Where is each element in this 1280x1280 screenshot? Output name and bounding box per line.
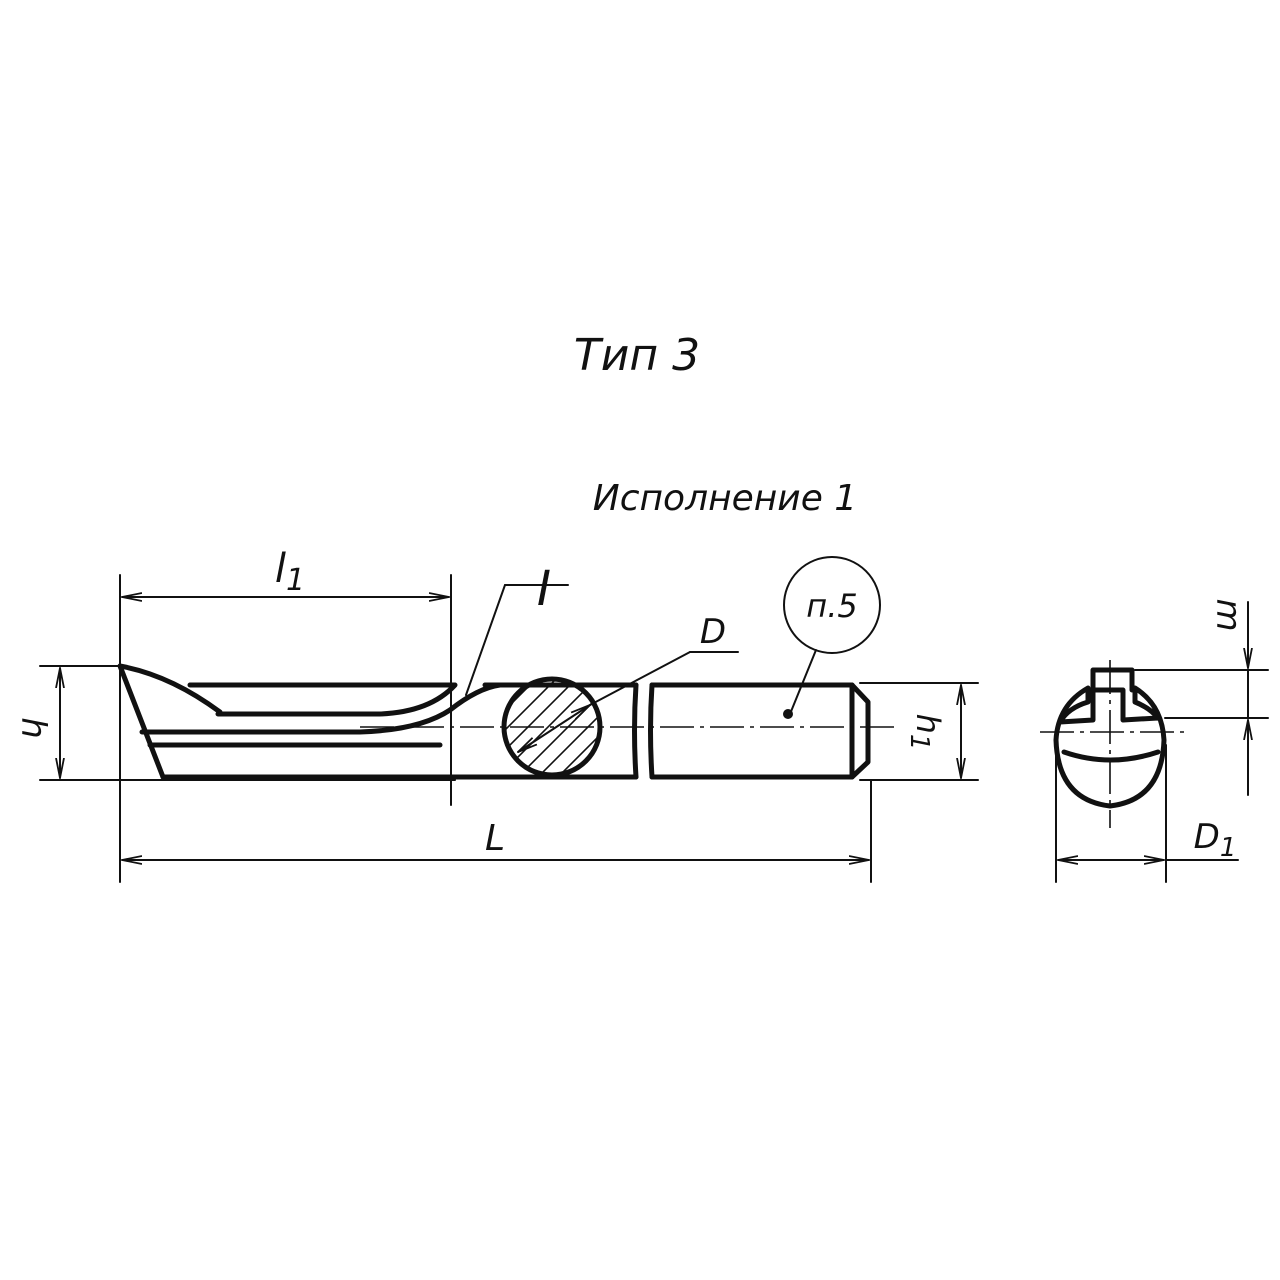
section-leader	[465, 584, 506, 696]
label-l1-main: l	[275, 546, 286, 592]
note-leader-dot	[783, 709, 793, 719]
drawing-subtitle: Исполнение 1	[593, 478, 857, 519]
main-view: D I п.5 l1 L h h1	[13, 546, 979, 883]
diameter-line	[517, 704, 591, 753]
flute-upper	[187, 682, 458, 717]
label-h1-sub: 1	[904, 734, 934, 751]
drawing-title: Тип 3	[574, 330, 700, 381]
section-circle	[501, 676, 603, 778]
end-view-lower-arc	[1061, 749, 1161, 763]
d-leader	[589, 651, 691, 706]
label-h1-main: h	[909, 714, 947, 734]
note-bubble	[783, 556, 881, 654]
break-left	[632, 682, 639, 780]
label-D1-main: D	[1194, 817, 1220, 857]
label-m: m	[1208, 598, 1248, 631]
label-D1: D1	[1194, 817, 1237, 863]
label-h: h	[13, 717, 53, 739]
label-D: D	[700, 612, 726, 652]
end-view: m D1	[1040, 598, 1269, 883]
label-D1-sub: 1	[1220, 833, 1237, 863]
flute-lower	[139, 682, 503, 735]
label-note: п.5	[806, 587, 857, 625]
break-right	[648, 682, 655, 780]
end-view-key-top	[1090, 667, 1135, 693]
label-h1: h1	[904, 714, 947, 751]
label-l1-sub: 1	[286, 563, 305, 598]
label-l1: l1	[275, 546, 305, 598]
shank-outline	[649, 682, 871, 780]
tool-tip-outline	[117, 663, 223, 780]
label-section: I	[537, 561, 551, 617]
label-L: L	[485, 818, 505, 859]
note-leader	[789, 649, 817, 715]
